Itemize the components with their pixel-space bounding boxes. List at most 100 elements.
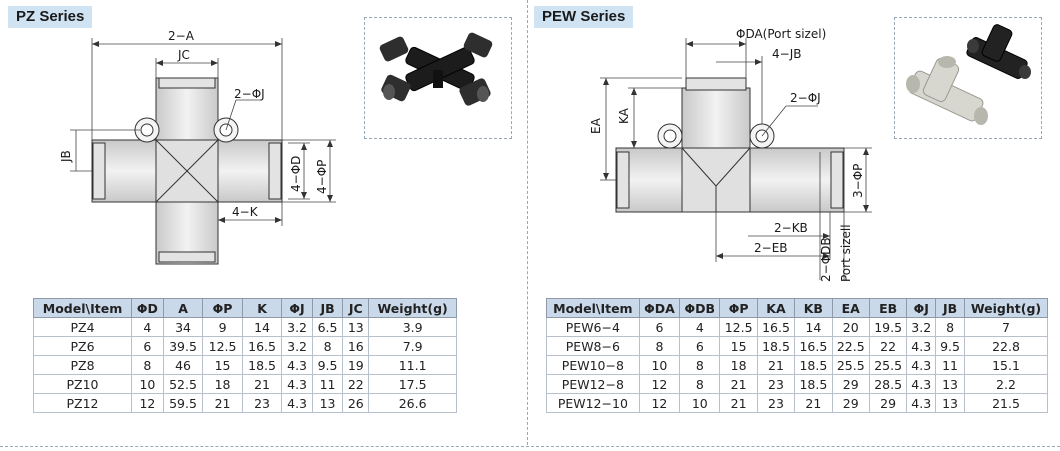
- table-header-cell: Model\Item: [546, 298, 640, 318]
- pew-spec-table: Model\Item ΦDA ΦDB ΦP KA KB EA EB ΦJ JB …: [546, 298, 1049, 413]
- table-cell: 18: [719, 355, 758, 375]
- table-cell: 9.5: [311, 355, 344, 375]
- table-cell: 15: [719, 336, 758, 356]
- table-cell: 22.8: [963, 336, 1049, 356]
- table-cell: PZ6: [32, 336, 133, 356]
- table-row: PZ8 8 46 15 18.5 4.3 9.5 19 11.1: [32, 355, 457, 375]
- table-header-cell: ΦJ: [906, 298, 937, 318]
- table-cell: 6.5: [311, 317, 344, 337]
- table-cell: 25.5: [831, 355, 870, 375]
- table-cell: 39.5: [162, 336, 204, 356]
- table-cell: 8: [638, 336, 681, 356]
- pz-dim-jb: JB: [59, 150, 73, 163]
- table-cell: 26: [342, 393, 370, 413]
- table-cell: 18.5: [794, 374, 833, 394]
- table-cell: 21: [719, 393, 758, 413]
- table-cell: 21: [202, 393, 243, 413]
- table-cell: 8: [311, 336, 344, 356]
- pew-dim-p: 3−ΦP: [851, 164, 865, 198]
- table-cell: 8: [679, 355, 721, 375]
- table-cell: 26.6: [368, 393, 457, 413]
- pz-product-photo: [379, 32, 493, 106]
- pz-right-end: [268, 142, 282, 200]
- pz-bottom-end: [158, 251, 216, 263]
- table-row: PEW6−4 6 4 12.5 16.5 14 20 19.5 3.2 8 7: [546, 317, 1049, 337]
- table-cell: 15: [202, 355, 243, 375]
- table-header-cell: K: [241, 298, 283, 318]
- table-cell: PEW10−8: [546, 355, 640, 375]
- table-row: PEW12−8 12 8 21 23 18.5 29 28.5 4.3 13 2…: [546, 374, 1049, 394]
- pz-dim-j: 2−ΦJ: [234, 87, 265, 101]
- pz-dim-jc: JC: [177, 48, 190, 62]
- table-row: PZ6 6 39.5 12.5 16.5 3.2 8 16 7.9: [32, 336, 457, 356]
- table-cell: 4: [131, 317, 164, 337]
- pew-top-end: [685, 77, 747, 91]
- table-cell: 34: [162, 317, 204, 337]
- section-divider: [527, 0, 528, 445]
- pew-dim-ea: EA: [589, 117, 603, 134]
- table-row: PEW8−6 8 6 15 18.5 16.5 22.5 22 4.3 9.5 …: [546, 336, 1049, 356]
- table-cell: 23: [756, 374, 796, 394]
- table-cell: PEW12−8: [546, 374, 640, 394]
- pew-right-end: [830, 151, 844, 209]
- pew-right-arm: [747, 147, 845, 213]
- table-header-cell: A: [162, 298, 204, 318]
- table-cell: 12: [638, 393, 681, 413]
- table-cell: 8: [679, 374, 721, 394]
- table-cell: PEW12−10: [546, 393, 640, 413]
- table-header-cell: ΦP: [719, 298, 758, 318]
- pew-series-title: PEW Series: [534, 6, 634, 28]
- table-cell: 14: [241, 317, 283, 337]
- table-cell: 46: [162, 355, 204, 375]
- pew-photo-frame: [894, 17, 1042, 139]
- table-cell: 29: [868, 393, 908, 413]
- table-row: PEW12−10 12 10 21 23 21 29 29 4.3 13 21.…: [546, 393, 1049, 413]
- table-cell: 16.5: [794, 336, 833, 356]
- pew-dim-port: Port sizell: [839, 224, 853, 282]
- pz-dim-k: 4−K: [232, 205, 259, 219]
- table-header-cell: Model\Item: [32, 298, 133, 318]
- table-cell: 22: [342, 374, 370, 394]
- table-header-cell: EB: [868, 298, 908, 318]
- pz-spec-table: Model\Item ΦD A ΦP K ΦJ JB JC Weight(g) …: [32, 298, 457, 413]
- table-cell: 18: [202, 374, 243, 394]
- pew-top-arm: [681, 87, 751, 153]
- pz-dim-p: 4−ΦP: [315, 160, 329, 194]
- table-cell: 2.2: [963, 374, 1049, 394]
- table-cell: PEW8−6: [546, 336, 640, 356]
- table-cell: 19: [342, 355, 370, 375]
- table-cell: 10: [131, 374, 164, 394]
- table-cell: 6: [131, 336, 164, 356]
- pz-photo-frame: [364, 17, 512, 139]
- pew-dim-j: 2−ΦJ: [790, 91, 821, 105]
- table-cell: PZ8: [32, 355, 133, 375]
- table-row: PEW10−8 10 8 18 21 18.5 25.5 25.5 4.3 11…: [546, 355, 1049, 375]
- table-header-cell: Weight(g): [963, 298, 1049, 318]
- table-cell: 7.9: [368, 336, 457, 356]
- table-cell: 21: [719, 374, 758, 394]
- table-cell: 13: [935, 374, 965, 394]
- table-cell: 4.3: [906, 393, 937, 413]
- pew-product-photo: [906, 24, 1031, 125]
- table-header-cell: ΦDB: [679, 298, 721, 318]
- table-cell: 22: [868, 336, 908, 356]
- table-cell: PEW6−4: [546, 317, 640, 337]
- table-cell: 4.3: [281, 355, 313, 375]
- table-cell: 11.1: [368, 355, 457, 375]
- table-cell: 9.5: [935, 336, 965, 356]
- table-cell: 21: [794, 393, 833, 413]
- table-cell: 12.5: [719, 317, 758, 337]
- table-cell: 7: [963, 317, 1049, 337]
- pz-dimension-drawing: 2−A JC 2−ΦJ JB 4−ΦD 4−ΦP 4−K: [59, 29, 336, 265]
- table-cell: 16.5: [756, 317, 796, 337]
- pz-dim-a: 2−A: [168, 29, 195, 43]
- table-cell: 23: [756, 393, 796, 413]
- table-header-cell: KB: [794, 298, 833, 318]
- pew-table-header-row: Model\Item ΦDA ΦDB ΦP KA KB EA EB ΦJ JB …: [546, 298, 1049, 318]
- bottom-divider: [0, 446, 1060, 447]
- table-cell: 3.9: [368, 317, 457, 337]
- table-cell: 21.5: [963, 393, 1049, 413]
- table-cell: 4.3: [906, 336, 937, 356]
- table-cell: 18.5: [756, 336, 796, 356]
- table-cell: 12: [131, 393, 164, 413]
